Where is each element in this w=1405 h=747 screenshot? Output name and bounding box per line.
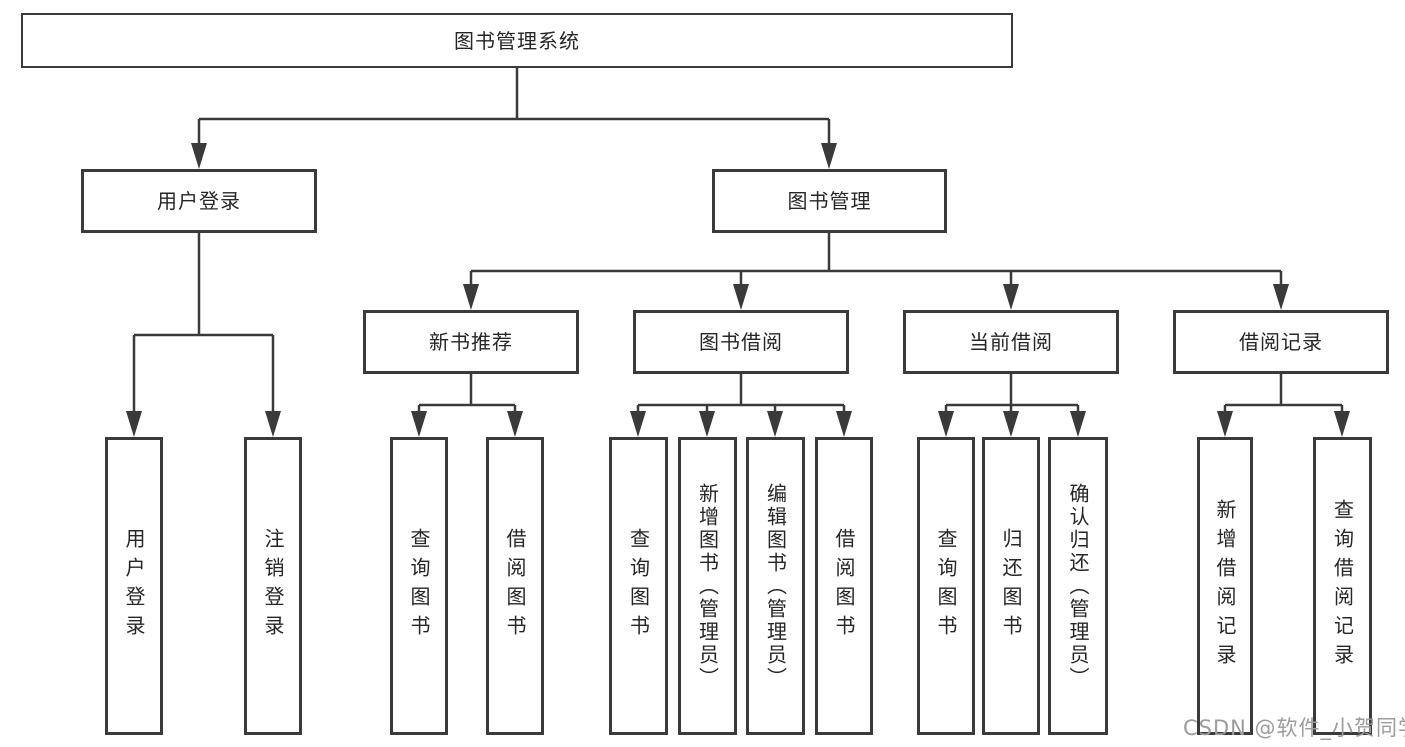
connector-bookborrow-to-leaves (630, 374, 852, 437)
leaf-query-book-current: 查询图书 (917, 437, 975, 735)
leaf-query-book-borrow: 查询图书 (609, 437, 668, 735)
leaf-return-book: 归还图书 (982, 437, 1040, 735)
leaf-user-login: 用户登录 (105, 437, 163, 735)
connector-userlogin-to-leaves (126, 233, 281, 437)
connector-currentborrow-to-leaves (938, 374, 1086, 437)
node-book-management: 图书管理 (712, 169, 947, 233)
connector-newbook-to-leaves (411, 374, 523, 437)
node-user-login: 用户登录 (81, 169, 317, 233)
leaf-borrow-book: 借阅图书 (815, 437, 873, 735)
connector-bookmgmt-to-level2 (463, 233, 1289, 310)
node-book-borrow: 图书借阅 (633, 310, 849, 374)
connector-borrowrecord-to-leaves (1217, 374, 1350, 437)
node-new-book-recommend: 新书推荐 (363, 310, 579, 374)
connector-root-to-level1 (191, 68, 837, 169)
leaf-query-borrow-record: 查询借阅记录 (1313, 437, 1372, 735)
leaf-edit-book-admin: 编辑图书（管理员） (746, 437, 805, 735)
leaf-query-book-newbook: 查询图书 (390, 437, 448, 735)
leaf-add-book-admin: 新增图书（管理员） (678, 437, 737, 735)
node-current-borrow: 当前借阅 (903, 310, 1119, 374)
leaf-add-borrow-record: 新增借阅记录 (1197, 437, 1253, 735)
csdn-watermark: CSDN @软件_小贺同学 (1183, 716, 1405, 740)
node-system-root: 图书管理系统 (21, 13, 1013, 68)
leaf-logout: 注销登录 (244, 437, 302, 735)
node-borrow-record: 借阅记录 (1173, 310, 1389, 374)
leaf-borrow-book-newbook: 借阅图书 (486, 437, 544, 735)
leaf-confirm-return-admin: 确认归还（管理员） (1048, 437, 1108, 735)
